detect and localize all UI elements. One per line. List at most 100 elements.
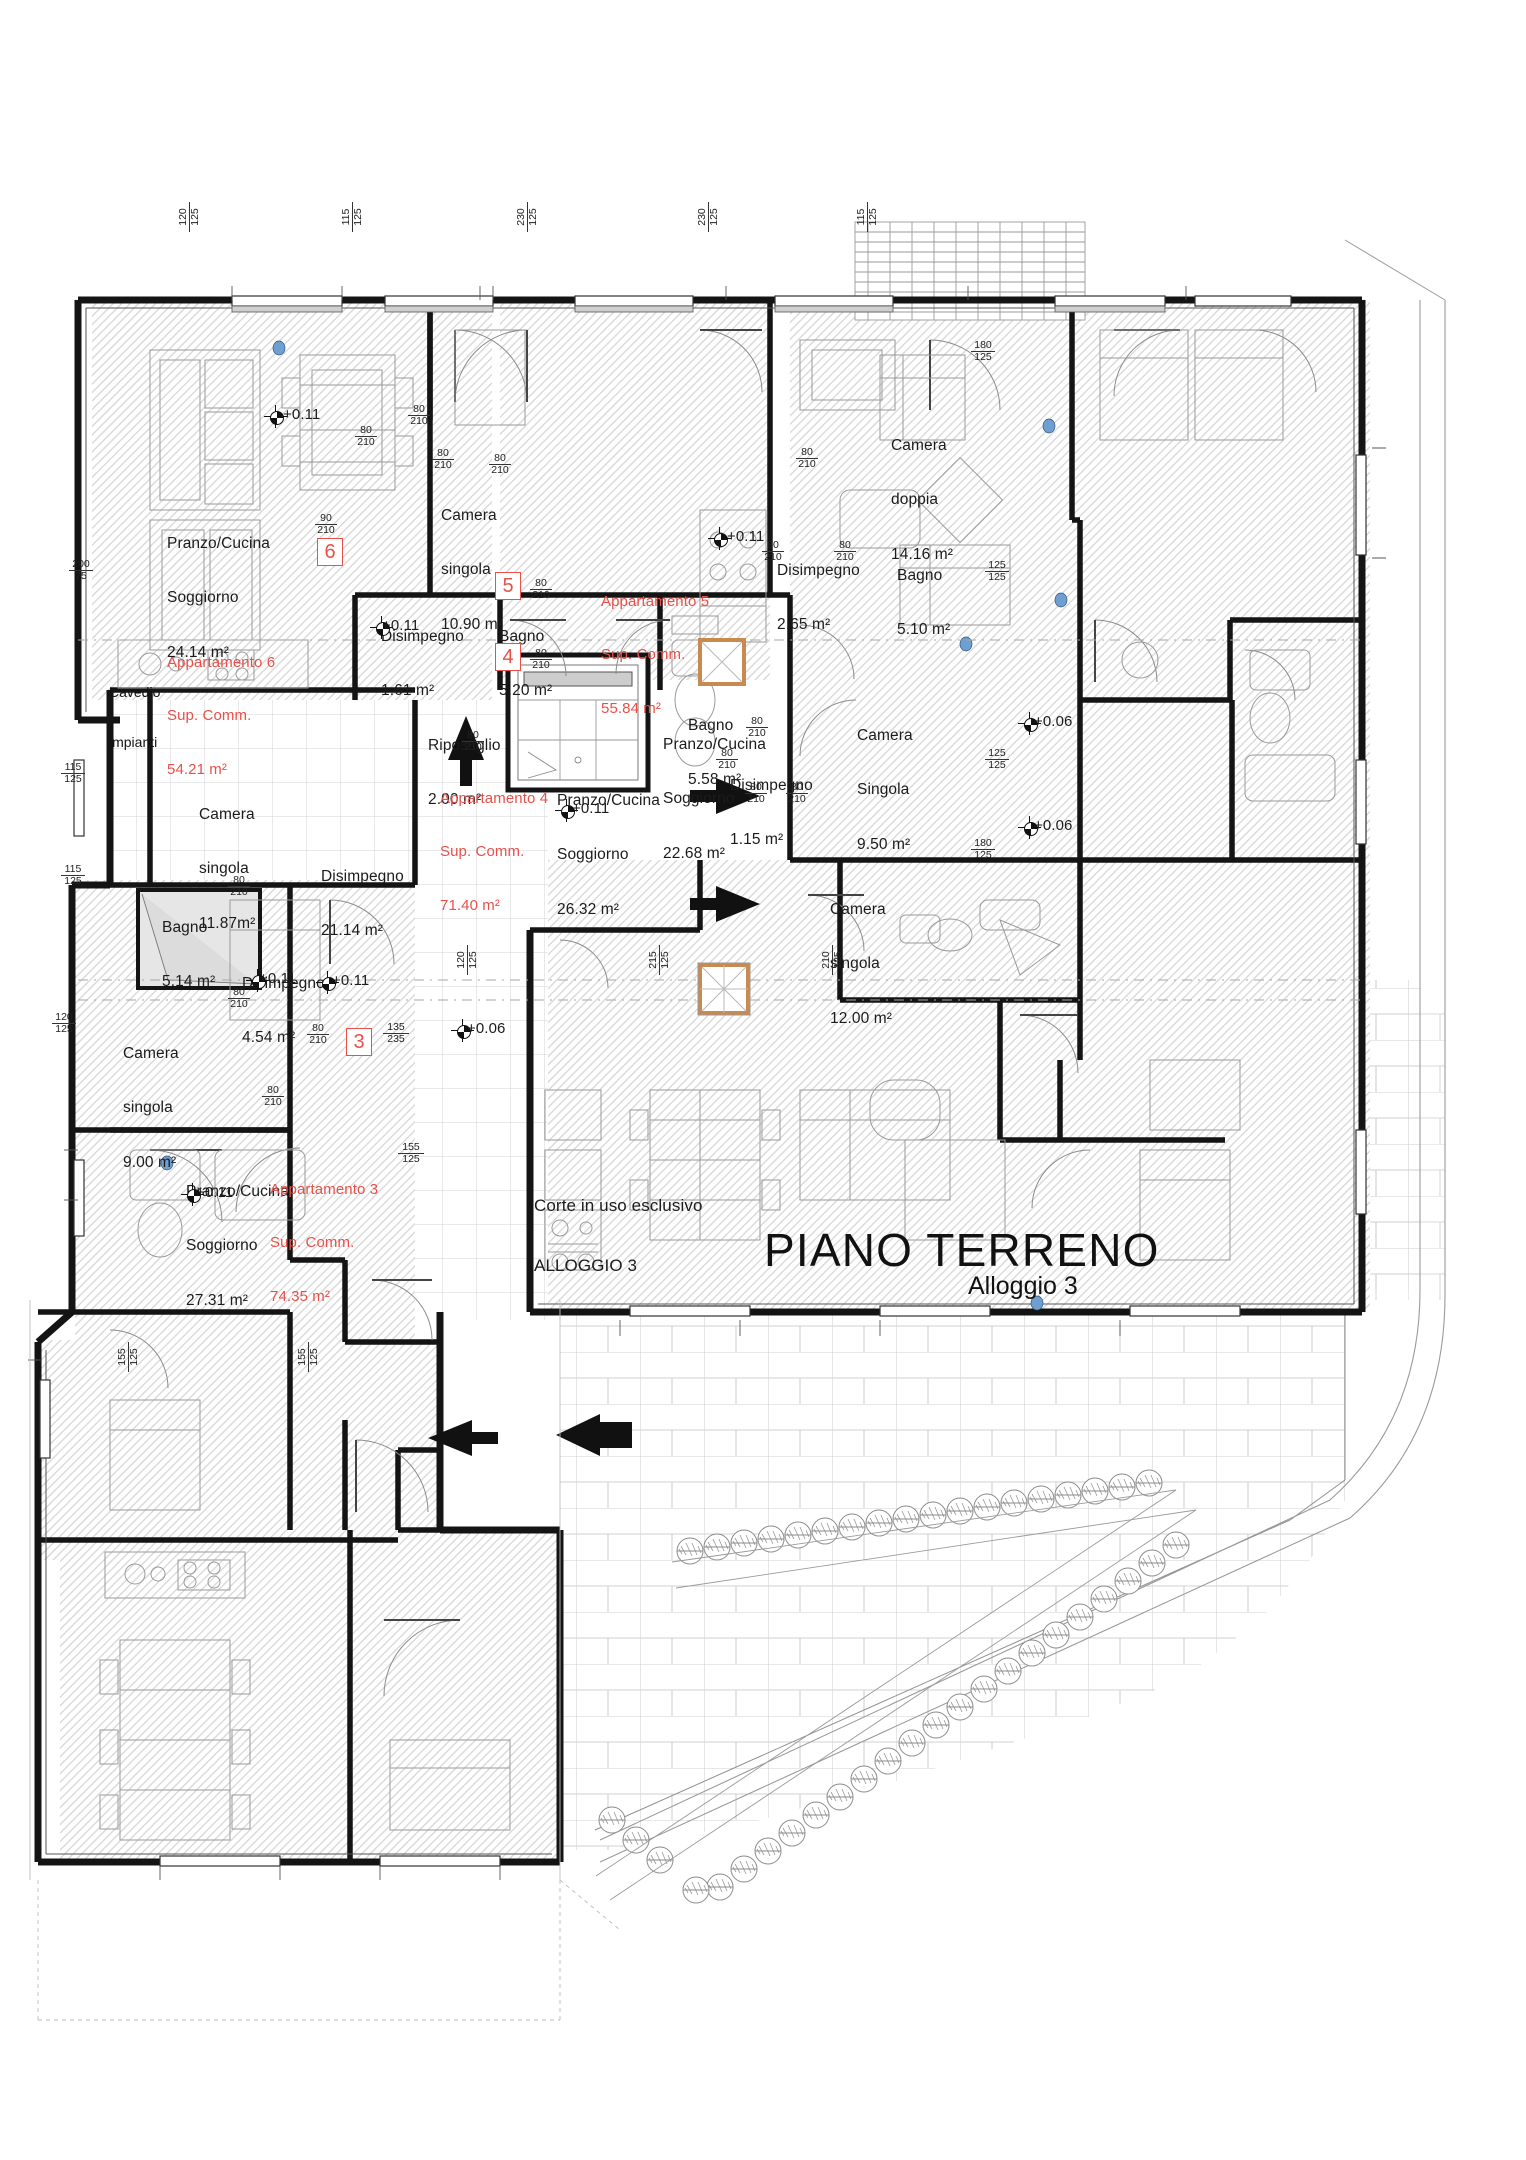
- room-area: 24.14 m²: [167, 644, 229, 662]
- room-name-2: singola: [830, 955, 880, 973]
- room-name-2: Soggiorno: [557, 846, 629, 864]
- room-label-disimpegno-2114: Disimpegno 21.14 m²: [321, 831, 404, 977]
- elevation-value-1: +0.11: [283, 406, 321, 423]
- room-label-camera-singola-1090: Camera singola 10.90 m²: [441, 470, 503, 671]
- shaft-label-cavedio-impianti: Cavedio impianti: [109, 650, 160, 784]
- apartment-sup-comm: Sup. Comm.: [167, 707, 252, 725]
- room-area: 1.61 m²: [381, 682, 435, 700]
- room-label-disimpegno-265: Disimpegno 2.65 m²: [777, 525, 860, 671]
- room-area: 10.90 m²: [441, 616, 503, 634]
- entrance-tag-4[interactable]: 4: [495, 643, 521, 671]
- room-label-camera-singola-950: Camera Singola 9.50 m²: [857, 690, 913, 891]
- page-title: PIANO TERRENO: [764, 1224, 1160, 1276]
- room-name: Bagno: [897, 566, 943, 584]
- room-label-bagno-520: Bagno 5.20 m²: [499, 591, 552, 737]
- room-label-pranzo-cucina-apt4: Pranzo/Cucina Soggiorno 26.32 m²: [557, 755, 660, 956]
- room-area: 22.68 m²: [663, 845, 725, 863]
- room-label-pranzo-cucina-apt3: Pranzo/Cucina Soggiorno 27.31 m²: [186, 1146, 289, 1347]
- apartment-area: 55.84 m²: [601, 699, 661, 717]
- elevation-marker-icon: [370, 616, 393, 639]
- room-label-camera-singola-1187: Camera singola 11.87m²: [199, 769, 255, 970]
- elevation-value-2: +0.11: [727, 528, 765, 545]
- elevation-value-9: +0.06: [1034, 817, 1073, 834]
- apartment-area: 74.35 m²: [270, 1287, 330, 1305]
- room-label-camera-singola-1200: Camera singola 12.00 m²: [830, 864, 892, 1065]
- apartment-label-4: Appartamento 4 Sup. Comm. 71.40 m²: [440, 755, 548, 950]
- room-label-bagno-514: Bagno 5.14 m²: [162, 882, 215, 1028]
- room-area: 9.00 m²: [123, 1154, 177, 1172]
- room-name-2: singola: [199, 860, 249, 878]
- room-label-pranzo-cucina-apt6: Pranzo/Cucina Soggiorno 24.14 m²: [167, 498, 270, 699]
- courtyard-note: Corte in uso esclusivo ALLOGGIO 3: [534, 1156, 703, 1316]
- room-name: Ripostiglio: [428, 736, 501, 754]
- elevation-value-7: +0.11: [196, 1184, 234, 1201]
- room-label-disimpegno-161: Disimpegno 1.61 m²: [381, 591, 464, 737]
- elevation-value-3: +0.11: [382, 617, 420, 634]
- apartment-label-3: Appartamento 3 Sup. Comm. 74.35 m²: [270, 1146, 378, 1341]
- entrance-tag-3[interactable]: 3: [346, 1028, 372, 1056]
- room-area: 4.54 m²: [242, 1029, 296, 1047]
- room-name-2: Singola: [857, 781, 910, 799]
- room-name: Camera: [830, 900, 886, 918]
- elevation-marker-icon: [451, 1019, 474, 1042]
- room-label-camera-singola-900: Camera singola 9.00 m²: [123, 1008, 179, 1209]
- room-name: Pranzo/Cucina: [663, 735, 766, 753]
- room-name: Pranzo/Cucina: [186, 1182, 289, 1200]
- room-label-bagno-558: Bagno 5.58 m²: [688, 680, 741, 826]
- entrance-tag-5[interactable]: 5: [495, 572, 521, 600]
- apartment-name: Appartamento 3: [270, 1181, 379, 1199]
- courtyard-line-1: Corte in uso esclusivo: [534, 1196, 703, 1216]
- courtyard-line-2: ALLOGGIO 3: [534, 1256, 638, 1276]
- elevation-marker-icon: [264, 405, 287, 428]
- room-label-bagno-510: Bagno 5.10 m²: [897, 530, 950, 676]
- shaft-line-1: Cavedio: [109, 683, 161, 700]
- entrance-tag-6[interactable]: 6: [317, 538, 343, 566]
- room-area: 5.58 m²: [688, 771, 742, 789]
- room-label-disimpegno-115: Disimpegno 1.15 m²: [730, 740, 813, 886]
- page-subtitle: Alloggio 3: [968, 1272, 1078, 1300]
- room-name-2: singola: [123, 1099, 173, 1117]
- room-area: 2.65 m²: [777, 616, 831, 634]
- room-name-2: doppia: [891, 491, 939, 509]
- room-area: 1.15 m²: [730, 831, 784, 849]
- elevation-marker-icon: [1018, 816, 1041, 839]
- room-area: 2.00 m²: [428, 791, 482, 809]
- elevation-value-8: +0.06: [1034, 713, 1073, 730]
- room-area: 11.87m²: [199, 915, 256, 933]
- elevation-marker-icon: [181, 1183, 204, 1206]
- apartment-label-5: Appartamento 5 Sup. Comm. 55.84 m²: [601, 558, 709, 753]
- elevation-marker-icon: [316, 971, 339, 994]
- room-name-2: Soggiorno: [663, 790, 735, 808]
